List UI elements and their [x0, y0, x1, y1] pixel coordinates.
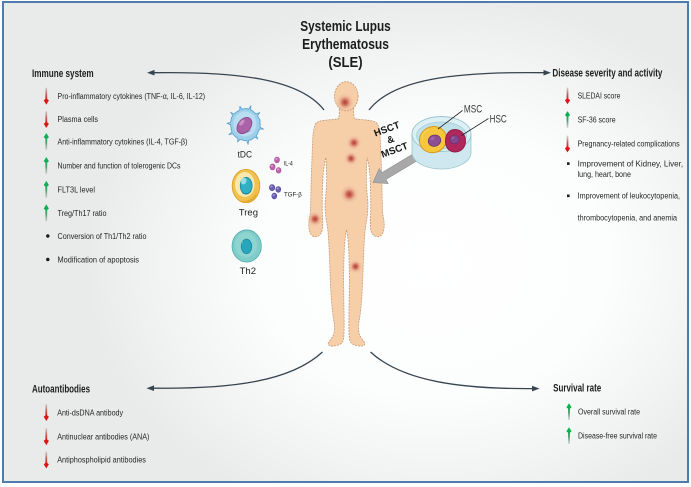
svg-text:SF-36 score: SF-36 score — [578, 116, 616, 125]
svg-text:Autoantibodies: Autoantibodies — [32, 383, 90, 395]
svg-text:tDC: tDC — [238, 150, 252, 161]
svg-text:Pro-inflammatory cytokines (TN: Pro-inflammatory cytokines (TNF-α, IL-6,… — [58, 92, 206, 101]
svg-text:Immune system: Immune system — [32, 68, 94, 80]
svg-text:HSC: HSC — [490, 113, 507, 125]
svg-text:Plasma cells: Plasma cells — [58, 115, 99, 124]
svg-text:MSC: MSC — [464, 104, 482, 116]
svg-text:Conversion of Th1/Th2 ratio: Conversion of Th1/Th2 ratio — [58, 232, 147, 241]
svg-text:Anti-dsDNA antibody: Anti-dsDNA antibody — [57, 408, 123, 417]
svg-text:Modification of apoptosis: Modification of apoptosis — [58, 255, 140, 264]
svg-text:Disease-free survival rate: Disease-free survival rate — [578, 432, 657, 441]
svg-text:FLT3L level: FLT3L level — [58, 185, 96, 194]
svg-text:(SLE): (SLE) — [328, 54, 362, 71]
svg-text:SLEDAI score: SLEDAI score — [578, 92, 621, 101]
svg-text:Number and function of tolerog: Number and function of tolerogenic DCs — [58, 162, 181, 171]
svg-text:Survival rate: Survival rate — [553, 382, 601, 394]
svg-text:Th2: Th2 — [240, 266, 256, 277]
svg-text:IL-4: IL-4 — [284, 162, 294, 168]
svg-text:lung, heart, bone: lung, heart, bone — [578, 170, 632, 179]
svg-text:Erythematosus: Erythematosus — [302, 36, 389, 53]
svg-text:Treg: Treg — [239, 208, 258, 219]
svg-text:Anti-inflammatory cytokines (I: Anti-inflammatory cytokines (IL-4, TGF-β… — [58, 138, 188, 147]
svg-text:Antiphospholipid antibodies: Antiphospholipid antibodies — [57, 456, 146, 465]
svg-text:thrombocytopenia, and anemia: thrombocytopenia, and anemia — [578, 213, 678, 222]
svg-text:Systemic Lupus: Systemic Lupus — [300, 18, 391, 35]
svg-text:&: & — [386, 134, 396, 147]
svg-text:Antinuclear antibodies (ANA): Antinuclear antibodies (ANA) — [57, 432, 150, 441]
svg-text:Treg/Th17 ratio: Treg/Th17 ratio — [58, 209, 107, 218]
svg-text:Overall survival rate: Overall survival rate — [578, 408, 640, 417]
svg-text:Disease severity and activity: Disease severity and activity — [552, 68, 663, 80]
svg-text:Improvement of Kidney, Live: Improvement of Kidney, Liver, — [578, 160, 684, 169]
svg-text:Pregnancy-related complication: Pregnancy-related complications — [578, 140, 680, 149]
svg-text:TGF-β: TGF-β — [284, 192, 302, 198]
svg-text:Improvement of leukocytopenia,: Improvement of leukocytopenia, — [578, 192, 680, 201]
